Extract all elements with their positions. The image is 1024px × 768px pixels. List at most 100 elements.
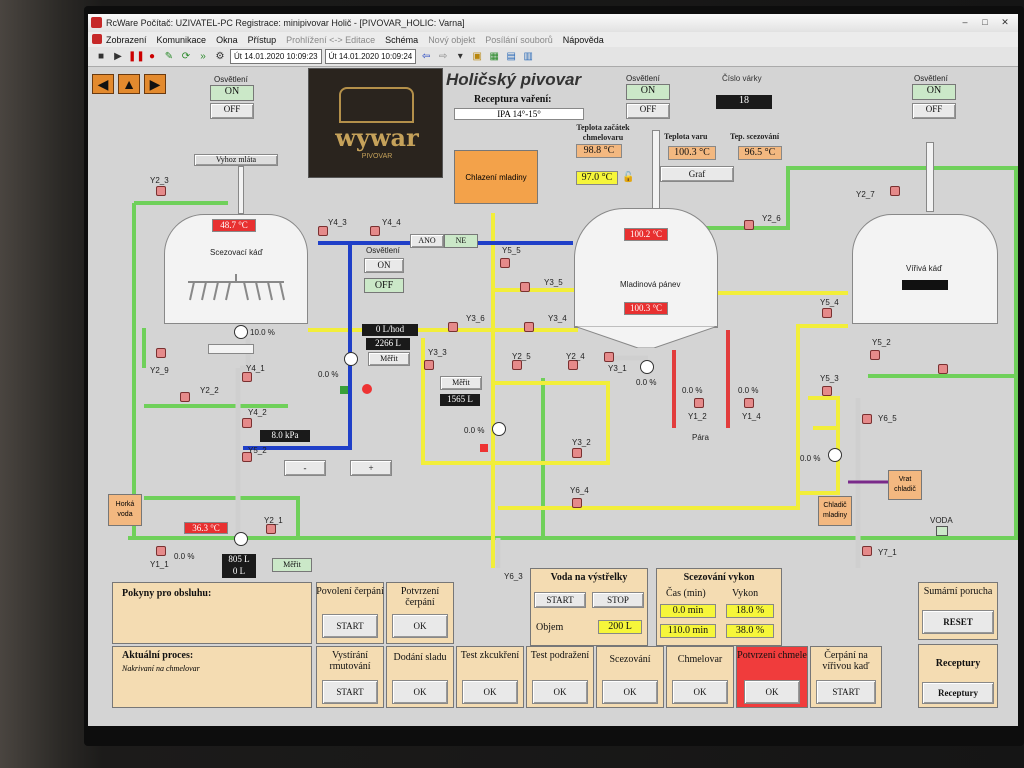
image-icon[interactable]: ▤ [506,50,516,62]
valve-y2-2-icon[interactable] [180,392,190,402]
step-test-button[interactable]: OK [532,680,588,704]
valve-y4-1-icon[interactable] [242,372,252,382]
play-icon[interactable]: ▶ [114,50,122,62]
recipes-button[interactable]: Receptury [922,682,994,704]
minus-button[interactable]: - [284,460,326,476]
minimize-icon[interactable]: – [962,17,968,27]
lauter-pump-icon[interactable] [234,325,248,339]
chiller-pump-icon[interactable] [828,448,842,462]
step-pump-confirm-button[interactable]: OK [392,614,448,638]
lighting-left-off-button[interactable]: OFF [210,103,254,119]
graph-button[interactable]: Graf [660,166,734,182]
valve-y1-1-icon[interactable] [156,546,166,556]
lighting-center-off-button[interactable]: OFF [626,103,670,119]
ne-button[interactable]: NE [444,234,478,248]
valve-y3-6-icon[interactable] [448,322,458,332]
valve-y2-1-icon[interactable] [266,524,276,534]
sprinkler-start-button[interactable]: START [534,592,586,608]
step-malt-button[interactable]: OK [392,680,448,704]
nav-back-icon[interactable]: ◀ [92,74,114,94]
menu-novy-objekt[interactable]: Nový objekt [428,34,476,45]
close-icon[interactable]: ✕ [1001,17,1009,27]
lighting-mid-on-button[interactable]: ON [364,258,404,273]
valve-y4-4-icon[interactable] [370,226,380,236]
valve-y2-4-icon[interactable] [568,360,578,370]
valve-y2-6-icon[interactable] [744,220,754,230]
record-icon[interactable]: ● [148,50,156,62]
settings-icon[interactable]: ⚙ [215,50,225,62]
valve-y5-5-icon[interactable] [500,258,510,268]
refresh-icon[interactable]: ⟳ [181,50,191,62]
lighting-mid-off-button[interactable]: OFF [364,278,404,293]
step-mashing-button[interactable]: START [322,680,378,704]
valve-y7-1-icon[interactable] [862,546,872,556]
valve-y2-9-icon[interactable] [156,348,166,358]
time-1[interactable]: 0.0 min [660,604,716,618]
lighting-right-on-button[interactable]: ON [912,84,956,100]
power-1[interactable]: 18.0 % [726,604,774,618]
flow-measure-button[interactable]: Měřit [368,352,410,366]
valve-y1-4-icon[interactable] [744,398,754,408]
valve-y2-7-icon[interactable] [890,186,900,196]
valve-y5-2-icon[interactable] [870,350,880,360]
hot-water-measure-button[interactable]: Měřit [272,558,312,572]
maximize-icon[interactable]: □ [982,17,988,27]
valve-y6-5-icon[interactable] [862,414,872,424]
pause-icon[interactable]: ❚❚ [128,50,145,62]
menu-posilani[interactable]: Posílání souborů [485,34,553,45]
menu-okna[interactable]: Okna [216,34,238,45]
recipe-value[interactable]: IPA 14°-15° [454,108,584,120]
sprinkler-stop-button[interactable]: STOP [592,592,644,608]
valve-y6-4-icon[interactable] [572,498,582,508]
window-icon[interactable]: ▥ [523,50,533,62]
ano-button[interactable]: ANO [410,234,444,248]
screen-icon[interactable]: ▣ [472,50,482,62]
step-lautering-button[interactable]: OK [602,680,658,704]
valve-y5-4-icon[interactable] [822,308,832,318]
forward-arrow-icon[interactable]: ⇨ [439,50,448,62]
valve-right-icon[interactable] [938,364,948,374]
valve-y1-2-icon[interactable] [694,398,704,408]
menu-napoveda[interactable]: Nápověda [562,34,604,45]
hot-water-pump-icon[interactable] [234,532,248,546]
stop-icon[interactable]: ■ [97,50,105,62]
dropdown-icon[interactable]: ▾ [457,50,463,62]
valve-y3-4-icon[interactable] [524,322,534,332]
menu-zobrazeni[interactable]: Zobrazení [106,34,147,45]
kettle-pump-icon[interactable] [640,360,654,374]
alarm-reset-button[interactable]: RESET [922,610,994,634]
wort-cooling-box[interactable]: Chlazení mladiny [454,150,538,204]
valve-y4-2-icon[interactable] [242,418,252,428]
menu-prohlizeni[interactable]: Prohlížení <-> Editace [286,34,376,45]
mid-pump-icon[interactable] [492,422,506,436]
edit-icon[interactable]: ✎ [164,50,174,62]
plus-button[interactable]: + [350,460,392,476]
menu-schema[interactable]: Schéma [385,34,419,45]
spent-grain-button[interactable]: Vyhoz mláta [194,154,278,166]
valve-y5-3-icon[interactable] [822,386,832,396]
step-pump-enable-button[interactable]: START [322,614,378,638]
measure-2-button[interactable]: Měřit [440,376,482,390]
lock-icon[interactable]: 🔓 [622,172,635,183]
valve-y3-2-icon[interactable] [572,448,582,458]
valve-y3-1-icon[interactable] [604,352,614,362]
menu-komunikace[interactable]: Komunikace [156,34,207,45]
valve-y3-3-icon[interactable] [424,360,434,370]
menu-pristup[interactable]: Přístup [247,34,277,45]
lighting-left-on-button[interactable]: ON [210,85,254,101]
forward-icon[interactable]: » [200,50,206,62]
step-saccharification-button[interactable]: OK [462,680,518,704]
sprinkler-volume-value[interactable]: 200 L [598,620,642,634]
nav-forward-icon[interactable]: ▶ [144,74,166,94]
set-temp-value[interactable]: 97.0 °C [576,171,618,185]
back-arrow-icon[interactable]: ⇦ [422,50,431,62]
chiller-return-box[interactable]: Vrat chladič [888,470,922,500]
step-whirlpool-button[interactable]: START [816,680,876,704]
water-valve-icon[interactable] [936,526,948,536]
power-2[interactable]: 38.0 % [726,624,774,638]
nav-home-icon[interactable]: ▲ [118,74,140,94]
time-2[interactable]: 110.0 min [660,624,716,638]
valve-y5-2b-icon[interactable] [242,452,252,462]
step-hop-boil-button[interactable]: OK [672,680,728,704]
valve-y4-3-icon[interactable] [318,226,328,236]
